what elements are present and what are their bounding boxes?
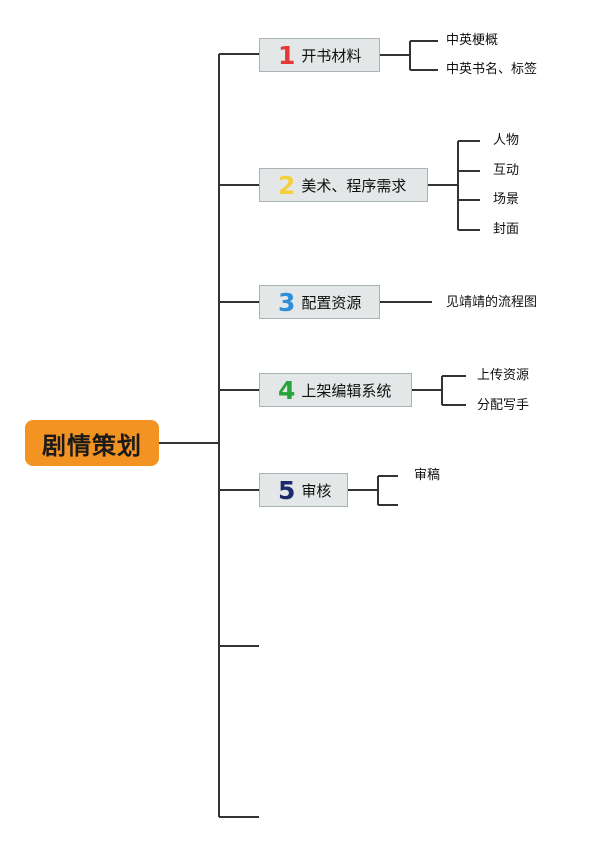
branch-node-1[interactable]: 1 开书材料	[259, 38, 380, 72]
branch-number-3: 3	[278, 287, 296, 317]
leaf-2-2[interactable]: 互动	[493, 163, 520, 178]
branch-node-5[interactable]: 5 审核	[259, 473, 348, 507]
leaf-2-1[interactable]: 人物	[493, 133, 520, 148]
branch-label-4: 上架编辑系统	[301, 381, 392, 400]
leaf-1-2[interactable]: 中英书名、标签	[446, 62, 538, 77]
branch-number-1: 1	[278, 40, 296, 70]
branch-number-5: 5	[278, 475, 296, 505]
leaf-5-1[interactable]: 审稿	[414, 468, 441, 483]
branch-label-2: 美术、程序需求	[301, 176, 407, 195]
leaf-3-1[interactable]: 见靖靖的流程图	[446, 295, 538, 310]
branch-number-2: 2	[278, 170, 296, 200]
leaf-4-1[interactable]: 上传资源	[477, 368, 530, 383]
branch-node-2[interactable]: 2 美术、程序需求	[259, 168, 428, 202]
leaf-2-3[interactable]: 场景	[493, 192, 520, 207]
branch-label-3: 配置资源	[301, 293, 362, 312]
branch-number-4: 4	[278, 375, 296, 405]
leaf-2-4[interactable]: 封面	[493, 222, 520, 237]
branch-label-1: 开书材料	[301, 46, 362, 65]
root-node[interactable]: 剧情策划	[25, 420, 159, 466]
leaf-4-2[interactable]: 分配写手	[477, 398, 530, 413]
branch-node-4[interactable]: 4 上架编辑系统	[259, 373, 412, 407]
root-label: 剧情策划	[42, 431, 142, 460]
leaf-1-1[interactable]: 中英梗概	[446, 33, 499, 48]
branch-label-5: 审核	[301, 481, 332, 500]
branch-node-3[interactable]: 3 配置资源	[259, 285, 380, 319]
